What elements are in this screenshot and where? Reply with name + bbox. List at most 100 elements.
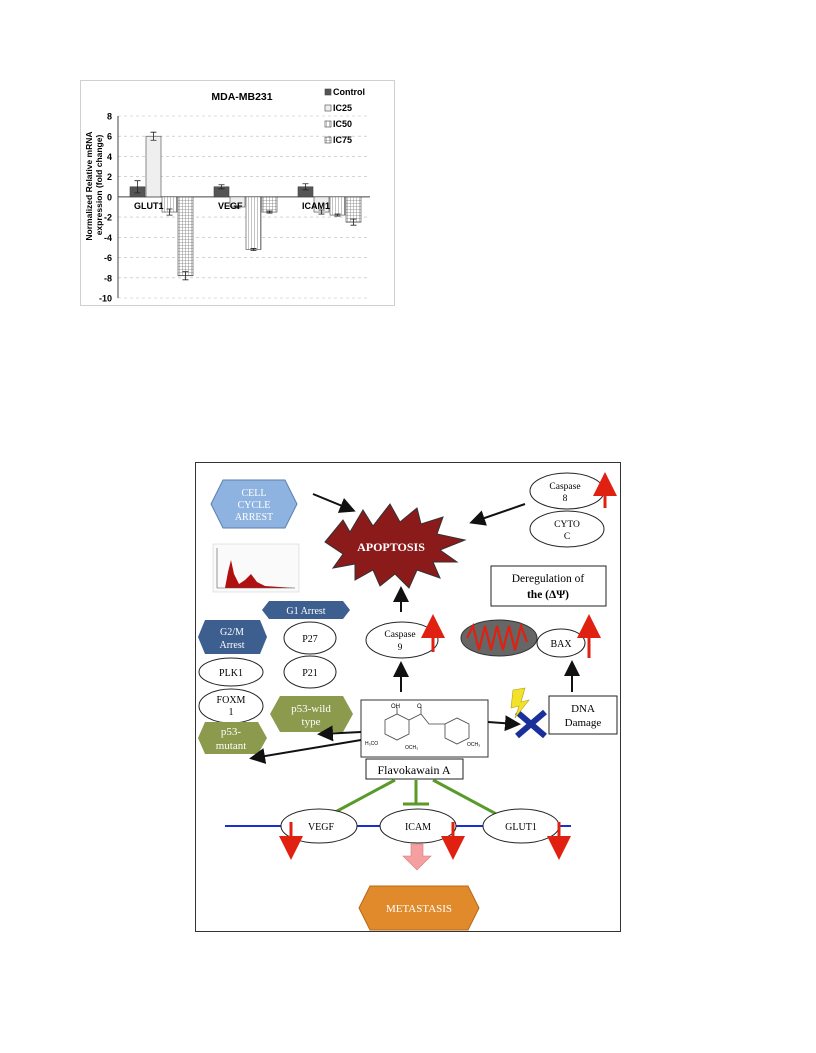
category-label-vegf: VEGF — [218, 201, 243, 211]
vegf-label: VEGF — [308, 822, 335, 833]
p27-label: P27 — [302, 634, 318, 645]
arrow-cellcycle-apoptosis — [312, 493, 356, 513]
p53-wild-label-1: p53-wild — [291, 703, 331, 715]
legend-swatch-ic75 — [324, 136, 332, 144]
arrow-to-metastasis — [402, 843, 432, 871]
flavokawain-label-box — [365, 758, 464, 780]
cell-cycle-histogram-image — [212, 543, 300, 593]
y-axis-label-line1: Normalized Relative mRNA — [84, 132, 94, 241]
legend-swatch-ic25 — [324, 104, 332, 112]
dna-damage-label-2: Damage — [565, 717, 602, 729]
error-bar — [218, 184, 225, 190]
caspase9-label-2: 9 — [398, 643, 403, 653]
cell-cycle-arrest-hexagon — [210, 479, 298, 529]
legend-label-ic50: IC50 — [333, 119, 352, 129]
y-tick-label: 8 — [107, 112, 112, 122]
bar-glut1-ic25 — [145, 135, 162, 198]
bar-vegf-ic75 — [261, 196, 278, 213]
foxm1-label-2: 1 — [229, 707, 234, 718]
p53-wild-label-2: type — [302, 716, 321, 728]
y-tick-label: 6 — [107, 132, 112, 142]
svg-text:OCH₃: OCH₃ — [467, 742, 480, 748]
p21-ellipse — [283, 655, 337, 689]
mrna-expression-chart: MDA-MB231 Normalized Relative mRNA expre… — [84, 87, 370, 304]
y-tick-label: -6 — [104, 253, 112, 263]
mitochondrion-cristae — [466, 622, 529, 651]
svg-text:OCH₃: OCH₃ — [405, 745, 418, 751]
error-bar — [182, 271, 189, 281]
g2m-arrest-label-2: Arrest — [220, 640, 245, 651]
caspase8-label-2: 8 — [563, 494, 568, 504]
plk1-ellipse — [198, 657, 264, 687]
y-tick-label: 2 — [107, 172, 112, 182]
foxm1-label-1: FOXM — [217, 695, 246, 706]
bar-glut1-ic75 — [177, 196, 194, 277]
flavokawain-label: Flavokawain A — [378, 763, 451, 777]
error-bar — [234, 205, 241, 209]
caspase9-ellipse — [365, 621, 439, 659]
y-tick-label: -4 — [104, 233, 112, 243]
caspase9-label-1: Caspase — [384, 630, 415, 640]
deregulation-box — [490, 565, 607, 607]
metastasis-label: METASTASIS — [386, 903, 452, 915]
p53-mutant-label-2: mutant — [216, 740, 247, 752]
p53-wild-hexagon — [270, 696, 353, 732]
arrow-flavo-p53mutant — [249, 739, 362, 764]
error-bar — [134, 180, 141, 194]
svg-text:OH: OH — [391, 704, 400, 710]
legend-swatch-ic50 — [324, 120, 332, 128]
icam-label: ICAM — [405, 822, 431, 833]
vegf-ellipse — [280, 808, 358, 844]
p27-ellipse — [283, 621, 337, 655]
y-tick-label: 0 — [107, 192, 112, 202]
svg-text:O: O — [417, 704, 422, 710]
flavokawain-pathway-diagram: APOPTOSIS CELL CYCLE ARREST Caspase 8 CY… — [198, 472, 618, 931]
arrow-flavo-p53wild — [317, 725, 362, 742]
bar-vegf-ic50 — [245, 196, 262, 250]
flavokawain-structure-image: OH O H₃CO OCH₃ OCH₃ — [360, 699, 489, 758]
error-bar — [166, 208, 173, 216]
p53-mutant-hexagon — [198, 722, 267, 754]
metastasis-hexagon — [358, 885, 480, 931]
plk1-label: PLK1 — [219, 668, 243, 679]
y-axis-label: Normalized Relative mRNA expression (fol… — [84, 129, 104, 240]
y-axis-label-line2: expression (fold change) — [94, 135, 104, 236]
y-tick-label: -10 — [99, 294, 112, 304]
bax-ellipse — [536, 628, 586, 658]
arrow-caspase-apoptosis — [469, 503, 526, 526]
cell-cycle-label-2: CYCLE — [238, 500, 271, 511]
g2m-arrest-label-1: G2/M — [220, 627, 244, 638]
cyto-c-label-1: CYTO — [554, 520, 580, 530]
g1-arrest-hexagon — [262, 601, 350, 619]
lightning-icon — [510, 687, 530, 719]
deregulation-label-1: Deregulation of — [512, 573, 585, 585]
error-bar — [318, 209, 325, 215]
glut1-label: GLUT1 — [505, 822, 537, 833]
dna-damage-box — [548, 695, 618, 735]
error-bar — [250, 248, 257, 251]
dna-damage-icon — [515, 709, 547, 739]
error-bar — [302, 183, 309, 191]
deregulation-label-2: the (ΔΨ) — [527, 589, 569, 601]
y-tick-label: 4 — [107, 152, 112, 162]
legend-label-ic75: IC75 — [333, 135, 352, 145]
p53-mutant-label-1: p53- — [221, 726, 242, 738]
g2m-arrest-hexagon — [198, 620, 267, 654]
chart-bars — [129, 131, 362, 281]
y-tick-label: -8 — [104, 273, 112, 283]
dna-damage-label-1: DNA — [571, 703, 595, 715]
error-bar — [350, 218, 357, 226]
category-label-icam1: ICAM1 — [302, 201, 330, 211]
cell-cycle-label-1: CELL — [242, 488, 267, 499]
error-bar — [150, 131, 157, 141]
apoptosis-label: APOPTOSIS — [357, 540, 425, 554]
bar-icam1-ic75 — [345, 196, 362, 223]
caspase8-label-1: Caspase — [549, 482, 580, 492]
bax-label: BAX — [550, 639, 572, 650]
chart-title: MDA-MB231 — [211, 91, 272, 103]
error-bar — [334, 213, 341, 217]
g1-arrest-label: G1 Arrest — [286, 606, 325, 617]
